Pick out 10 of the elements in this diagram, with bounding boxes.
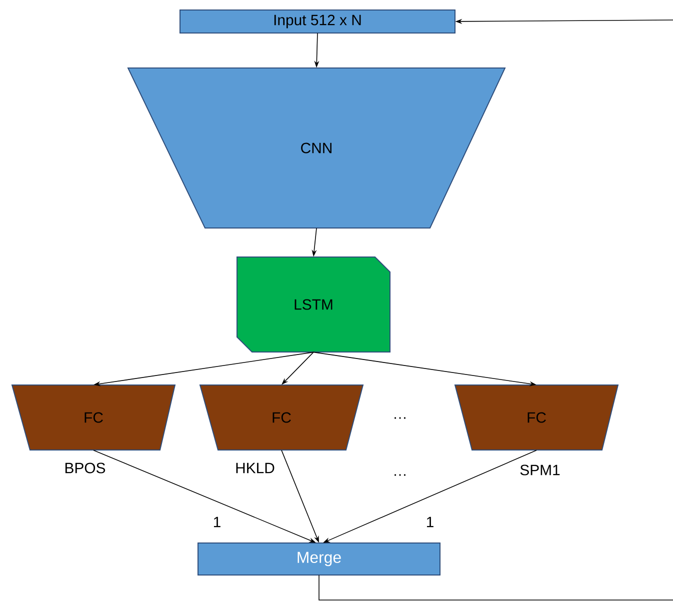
edge-label: 1: [214, 516, 220, 528]
process-box: Input 512 x N: [180, 10, 456, 34]
ellipsis: …: [394, 417, 406, 419]
output-label: SPM1: [520, 464, 560, 476]
output-label: BPOS: [65, 462, 106, 474]
ellipsis: …: [394, 474, 406, 476]
edge-label: 1: [427, 516, 434, 528]
lstm-block: LSTM: [236, 256, 390, 352]
output-label: HKLD: [236, 462, 274, 474]
process-box: Merge: [198, 542, 440, 576]
